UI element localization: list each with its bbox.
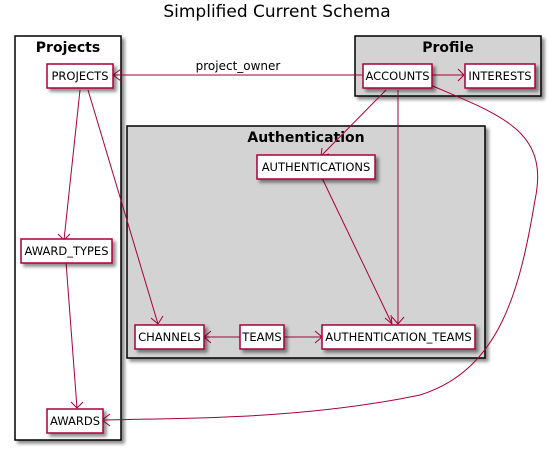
entity-award-types[interactable]: AWARD_TYPES xyxy=(20,238,113,264)
edge-label-project-owner: project_owner xyxy=(196,59,281,73)
edge-accounts-awards xyxy=(101,83,539,421)
crowfoot-teams-authentication-teams xyxy=(314,330,323,344)
entity-authentications[interactable]: AUTHENTICATIONS xyxy=(256,154,376,180)
relationship-lines xyxy=(57,68,539,427)
entity-authentication-teams[interactable]: AUTHENTICATION_TEAMS xyxy=(321,324,476,350)
edge-award-types-awards xyxy=(65,261,78,409)
entity-channels[interactable]: CHANNELS xyxy=(134,324,205,350)
crowfoot-awards xyxy=(70,401,84,409)
package-authentication-label: Authentication xyxy=(247,130,364,146)
package-projects-label: Projects xyxy=(36,40,100,56)
edge-projects-channels xyxy=(87,89,159,325)
edge-accounts-authentications xyxy=(320,89,387,157)
entity-authentication-teams-label: AUTHENTICATION_TEAMS xyxy=(325,330,471,344)
crowfoot-authentication-teams-b xyxy=(384,314,393,325)
entity-accounts[interactable]: ACCOUNTS xyxy=(362,63,433,89)
entity-teams[interactable]: TEAMS xyxy=(239,324,285,350)
entity-accounts-label: ACCOUNTS xyxy=(365,69,429,83)
package-profile-label: Profile xyxy=(422,40,473,56)
entity-authentications-label: AUTHENTICATIONS xyxy=(262,160,371,174)
crowfoot-interests xyxy=(457,68,465,82)
crowfoot-channels-teams xyxy=(203,330,212,344)
entity-awards[interactable]: AWARDS xyxy=(46,408,104,434)
crowfoot-authentication-teams-a xyxy=(391,316,405,325)
entity-awards-label: AWARDS xyxy=(50,414,100,428)
crowfoot-channels xyxy=(150,315,164,325)
crowfoot-projects xyxy=(112,68,122,82)
edge-projects-award-types xyxy=(63,89,81,241)
entity-teams-label: TEAMS xyxy=(241,330,281,344)
entity-projects[interactable]: PROJECTS xyxy=(46,63,114,89)
edge-authentications-authentication-teams xyxy=(321,177,393,325)
entity-interests[interactable]: INTERESTS xyxy=(464,63,536,89)
entity-projects-label: PROJECTS xyxy=(52,69,109,83)
entity-channels-label: CHANNELS xyxy=(138,330,201,344)
diagram-title: Simplified Current Schema xyxy=(163,2,391,22)
entity-interests-label: INTERESTS xyxy=(468,69,531,83)
package-projects: Projects xyxy=(14,35,122,441)
entity-award-types-label: AWARD_TYPES xyxy=(25,244,109,258)
